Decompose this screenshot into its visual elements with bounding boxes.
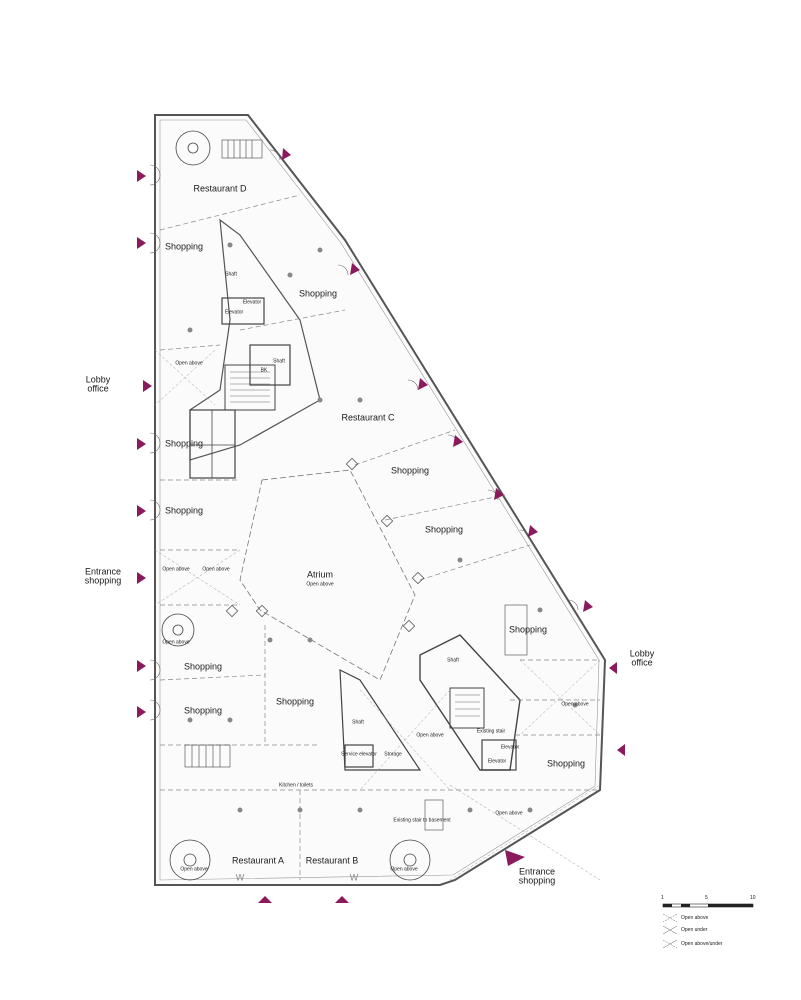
legend-open-above: Open above: [681, 915, 709, 921]
legend-open-above-under: Open above/under: [681, 941, 723, 947]
scale-tick-1: 1: [661, 895, 664, 901]
legend-open-under: Open under: [681, 927, 708, 933]
room-shopping-10: Shopping: [183, 705, 223, 716]
entrance-lobby-office-east: Lobby office: [629, 648, 655, 668]
entrance-lobby-office-west: Lobby office: [85, 374, 111, 394]
label-open-above-5: Open above: [561, 701, 589, 708]
entrance-markers: [137, 148, 625, 903]
room-atrium: Atrium: [306, 569, 334, 580]
room-shopping-1: Shopping: [164, 241, 204, 252]
room-restaurant-a: Restaurant A: [231, 855, 285, 866]
scale-tick-10: 10: [750, 895, 756, 901]
room-shopping-8: Shopping: [183, 661, 223, 672]
label-open-above-9: Open above: [390, 866, 418, 873]
core-lower-left: [339, 669, 422, 771]
label-open-above-6: Open above: [416, 732, 444, 739]
room-shopping-6: Shopping: [424, 524, 464, 535]
label-shaft-1: Shaft: [225, 271, 237, 278]
label-kitchen: Kitchen / toilets: [279, 782, 313, 789]
scale-bar: [662, 903, 754, 908]
room-shopping-7: Shopping: [508, 624, 548, 635]
label-wc-1: W: [235, 872, 245, 883]
room-atrium-sub: Open above: [306, 581, 334, 588]
room-shopping-11: Shopping: [546, 758, 586, 769]
room-shopping-4: Shopping: [390, 465, 430, 476]
room-restaurant-b: Restaurant B: [305, 855, 359, 866]
legend: 1 5 10 Open above Open under Open above/…: [661, 895, 763, 959]
label-shaft-4: Shaft: [352, 719, 364, 726]
building-outline: [154, 114, 607, 886]
label-open-above-8: Open above: [180, 866, 208, 873]
room-restaurant-c: Restaurant C: [341, 412, 395, 423]
room-shopping-3: Shopping: [164, 438, 204, 449]
label-elevator-1: Elevator: [242, 299, 262, 306]
scale-tick-5: 5: [705, 895, 708, 901]
label-open-above-4: Open above: [162, 639, 190, 646]
label-existing-stair: Existing stair: [476, 728, 506, 735]
room-restaurant-d: Restaurant D: [193, 183, 247, 194]
label-bk: BK: [260, 367, 268, 374]
toilets-block: [189, 409, 236, 479]
entrance-shopping-south: Entrance shopping: [518, 866, 556, 886]
label-open-above-3: Open above: [202, 566, 230, 573]
label-shaft-2: Shaft: [273, 358, 285, 365]
label-shaft-3: Shaft: [447, 657, 459, 664]
atrium-outline: [239, 469, 416, 681]
label-elevator-2: Elevator: [224, 309, 244, 316]
label-service-elevator: Service elevator: [341, 751, 377, 758]
label-elevator-4: Elevator: [487, 758, 507, 765]
label-open-above-2: Open above: [162, 566, 190, 573]
label-open-above-1: Open above: [175, 360, 203, 367]
room-shopping-2: Shopping: [298, 288, 338, 299]
core-upper: [189, 218, 321, 461]
label-existing-stair-basement: Existing stair to basement: [393, 817, 451, 824]
label-open-above-7: Open above: [495, 810, 523, 817]
label-wc-2: W: [349, 872, 359, 883]
room-shopping-9: Shopping: [275, 696, 315, 707]
label-elevator-3: Elevator: [500, 744, 520, 751]
label-storage: Storage: [384, 751, 402, 758]
entrance-shopping-west: Entrance shopping: [84, 566, 122, 586]
room-shopping-5: Shopping: [164, 505, 204, 516]
